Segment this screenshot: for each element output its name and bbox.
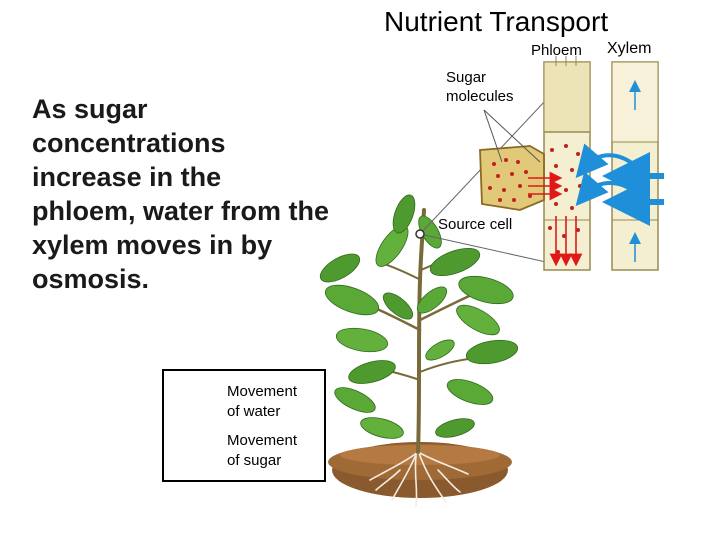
sugar-molecules-label: Sugar molecules [446, 68, 556, 106]
water-movement-arrows [575, 143, 664, 226]
soil [328, 442, 512, 498]
legend-sugar-line2: of sugar [227, 452, 282, 469]
sugar-label-pointers [483, 109, 541, 163]
legend-sugar-line1: Movement [227, 432, 298, 449]
legend-sugar-text: Movement of sugar [227, 431, 327, 471]
phloem-label: Phloem [531, 42, 582, 59]
xylem-label: Xylem [607, 40, 652, 57]
legend-box: Movement of water Movement of sugar [162, 369, 326, 482]
source-cell-label: Source cell [438, 216, 513, 233]
legend-water-line1: Movement [227, 383, 298, 400]
plant-leaves [319, 194, 519, 439]
sugar-label-line1: Sugar [446, 69, 487, 86]
sugar-label-line2: molecules [446, 88, 514, 105]
legend-water-line2: of water [227, 403, 281, 420]
diagram-title: Nutrient Transport [384, 6, 609, 37]
roots [369, 449, 469, 507]
explanation-text: As sugar concentrations increase in the … [32, 94, 330, 294]
sugar-movement-arrows [528, 171, 583, 267]
legend-water-text: Movement of water [227, 382, 327, 422]
